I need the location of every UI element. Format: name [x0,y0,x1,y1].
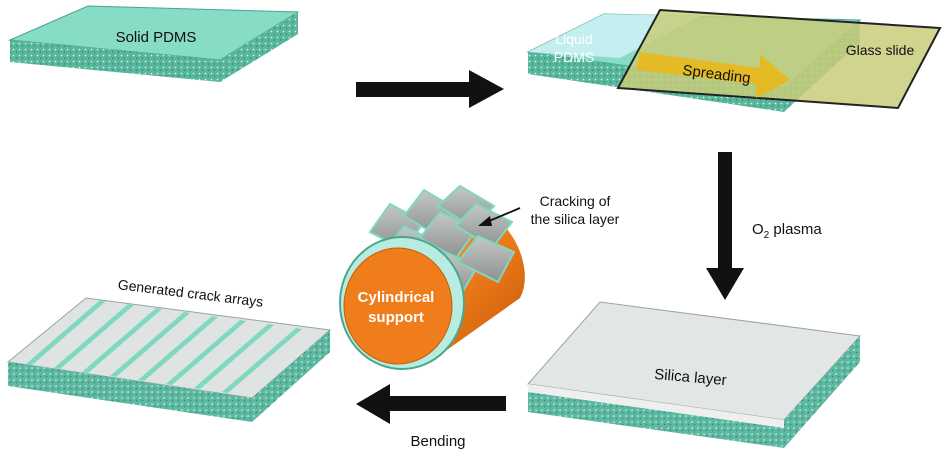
right-arrow [356,70,504,108]
silica-layer-slab [527,301,862,448]
o2-plasma-text: plasma [769,221,822,238]
crack-array-slab [6,297,332,422]
solid-pdms-slab [8,5,300,82]
silica-layer-label: Silica layer [654,366,728,389]
cracking-callout-arrow [478,207,521,226]
liquid-pdms-label-line2: PDMS [554,49,594,65]
glass-slide [616,8,942,110]
left-arrow [356,384,506,424]
liquid-pdms-label-line1: Liquid [555,31,592,47]
o2-plasma-o: O [752,221,764,238]
cracking-label-line1: Cracking of [540,193,611,209]
o2-plasma-subscript: 2 [764,230,770,241]
o2-plasma-label: O2 plasma [752,221,822,241]
cracking-label-line2: the silica layer [531,211,620,227]
spreading-arrow [636,52,790,98]
glass-slide-label: Glass slide [846,42,915,58]
down-arrow [706,152,744,300]
crack-lines [26,300,302,393]
bending-label: Bending [410,433,465,450]
cylindrical-support-label-line2: support [368,309,424,326]
cylindrical-support-figure [339,184,525,370]
cylindrical-support-label-line1: Cylindrical [358,289,435,306]
solid-pdms-label: Solid PDMS [116,29,197,46]
